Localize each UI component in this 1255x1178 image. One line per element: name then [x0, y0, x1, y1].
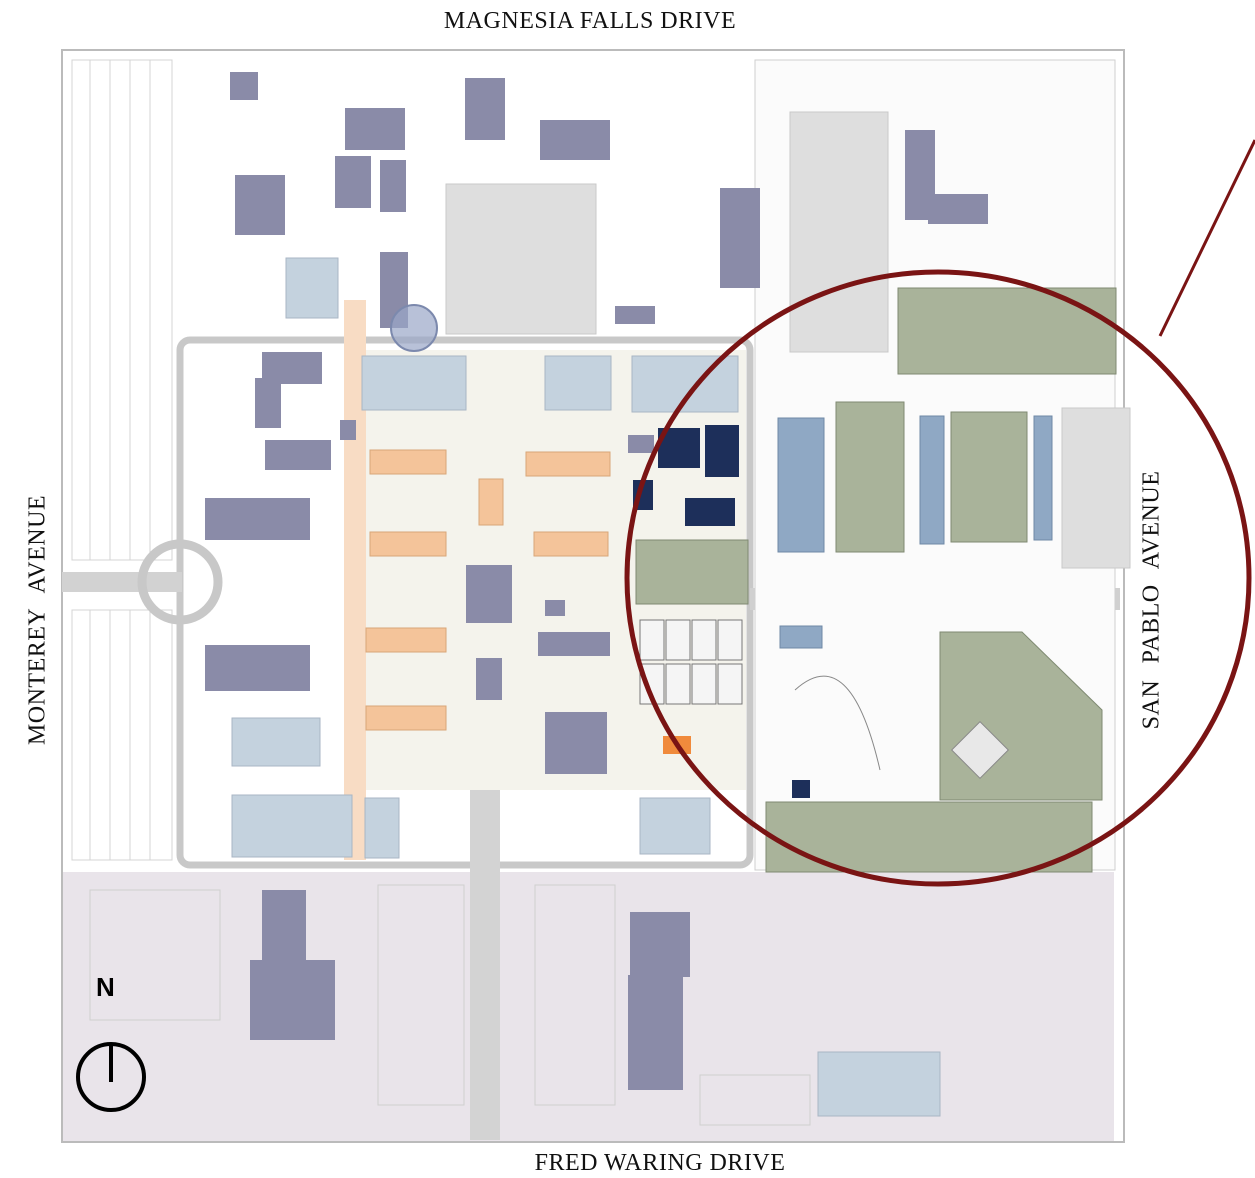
buildings-orange — [365, 449, 611, 731]
west-entry-road — [62, 572, 182, 592]
campus-outline — [61, 49, 1125, 1143]
street-label-north: MAGNESIA FALLS DRIVE — [443, 8, 737, 34]
buildings-navy — [633, 425, 810, 798]
street-label-east: SAN PABLO AVENUE — [1138, 470, 1165, 730]
center-road — [470, 770, 500, 1140]
roundabout — [137, 539, 223, 625]
marker-circle — [390, 304, 438, 352]
blue-bars — [777, 415, 1053, 649]
street-label-south: FRED WARING DRIVE — [534, 1150, 786, 1176]
center-parking — [445, 111, 1131, 569]
south-parking — [89, 884, 811, 1126]
focus-circle — [624, 269, 1252, 887]
west-parking — [71, 59, 173, 861]
baseball-diamonds — [794, 675, 1009, 779]
buildings-dark — [205, 72, 988, 1090]
callout-line — [1158, 139, 1255, 337]
street-label-west: MONTEREY AVENUE — [24, 494, 51, 746]
compass-label: N — [96, 972, 115, 1002]
north-arrow-icon — [76, 1042, 146, 1112]
athletic-fields — [635, 287, 1117, 873]
